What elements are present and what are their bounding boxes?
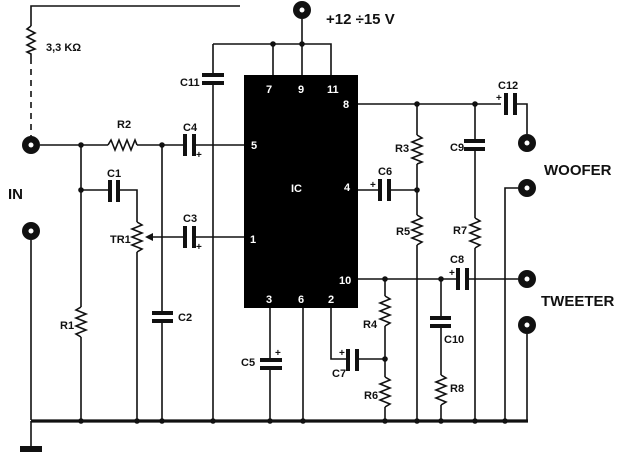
resistor-r7 — [467, 217, 483, 249]
c11-label: C11 — [180, 77, 200, 89]
c6-label: C6 — [378, 166, 392, 178]
c4-label: C4 — [183, 122, 198, 134]
supply-voltage-label: +12 ÷15 V — [326, 11, 395, 28]
r5-label: R5 — [396, 226, 410, 238]
ic-pin-6: 6 — [298, 294, 304, 306]
c5-label: C5 — [241, 357, 255, 369]
ic-pin-5: 5 — [251, 140, 257, 152]
c8-label: C8 — [450, 254, 464, 266]
resistor-r5 — [409, 214, 425, 246]
ic-pin-7: 7 — [266, 84, 272, 96]
r2-label: R2 — [117, 119, 131, 131]
svg-text:+: + — [196, 150, 202, 161]
resistor-r2 — [107, 137, 138, 153]
capacitor-c1 — [108, 180, 120, 202]
capacitor-c6: + — [370, 179, 391, 201]
external-resistor-label: 3,3 KΩ — [46, 42, 81, 54]
resistor-r4 — [377, 295, 393, 327]
ic-pin-1: 1 — [250, 234, 256, 246]
capacitor-c10 — [430, 316, 451, 328]
tr1-label: TR1 — [110, 234, 131, 246]
ic-pin-4: 4 — [344, 182, 351, 194]
ic-pin-8: 8 — [343, 99, 349, 111]
capacitor-c12: + — [496, 93, 517, 115]
capacitor-c9 — [464, 139, 485, 151]
capacitor-c8: + — [449, 268, 469, 290]
r1-label: R1 — [60, 320, 74, 332]
woofer-terminal-minus[interactable] — [518, 179, 536, 197]
resistor-r6 — [377, 376, 393, 408]
r7-label: R7 — [453, 225, 467, 237]
svg-text:+: + — [275, 348, 281, 359]
svg-text:+: + — [339, 348, 345, 359]
tweeter-label: TWEETER — [541, 293, 614, 310]
input-label: IN — [8, 186, 23, 203]
r6-label: R6 — [364, 390, 378, 402]
capacitor-c2 — [152, 311, 173, 323]
external-resistor-branch: 3,3 KΩ — [25, 5, 240, 136]
r3-label: R3 — [395, 143, 409, 155]
ic-pin-2: 2 — [328, 294, 334, 306]
svg-text:+: + — [196, 242, 202, 253]
c9-label: C9 — [450, 142, 464, 154]
tweeter-terminal-plus[interactable] — [518, 270, 536, 288]
svg-text:+: + — [496, 93, 502, 104]
capacitor-c11 — [202, 44, 224, 420]
woofer-label: WOOFER — [544, 162, 612, 179]
capacitor-c3: + — [183, 226, 202, 253]
r4-label: R4 — [363, 319, 378, 331]
integrated-circuit: 7 9 11 8 5 IC 4 1 10 3 6 2 — [244, 75, 358, 308]
trimmer-wiper-arrow — [145, 233, 153, 241]
c12-label: C12 — [498, 80, 518, 92]
input-terminal-ground[interactable] — [22, 222, 40, 240]
svg-text:+: + — [449, 268, 455, 279]
input-terminal-hot[interactable] — [22, 136, 40, 154]
woofer-terminal-plus[interactable] — [518, 134, 536, 152]
ic-pin-11: 11 — [327, 84, 339, 96]
capacitor-c7: + — [339, 348, 359, 371]
resistor-r8 — [433, 374, 449, 406]
ground-bus — [20, 418, 528, 452]
external-resistor — [25, 25, 37, 58]
ic-pin-9: 9 — [298, 84, 304, 96]
resistor-r3 — [409, 134, 425, 165]
resistor-r1 — [73, 306, 89, 338]
capacitor-c4: + — [183, 134, 202, 161]
svg-text:+: + — [370, 180, 376, 191]
c7-label: C7 — [332, 368, 346, 380]
c1-label: C1 — [107, 168, 121, 180]
tweeter-terminal-minus[interactable] — [518, 316, 536, 334]
ic-pin-3: 3 — [266, 294, 272, 306]
capacitor-c5: + — [260, 348, 282, 370]
ic-label: IC — [291, 183, 302, 195]
ic-pin-10: 10 — [339, 275, 351, 287]
supply-terminal[interactable] — [293, 1, 311, 19]
c10-label: C10 — [444, 334, 464, 346]
ground-symbol-icon — [20, 446, 42, 452]
c2-label: C2 — [178, 312, 192, 324]
trimmer-tr1[interactable] — [129, 221, 145, 253]
r8-label: R8 — [450, 383, 464, 395]
c3-label: C3 — [183, 213, 197, 225]
